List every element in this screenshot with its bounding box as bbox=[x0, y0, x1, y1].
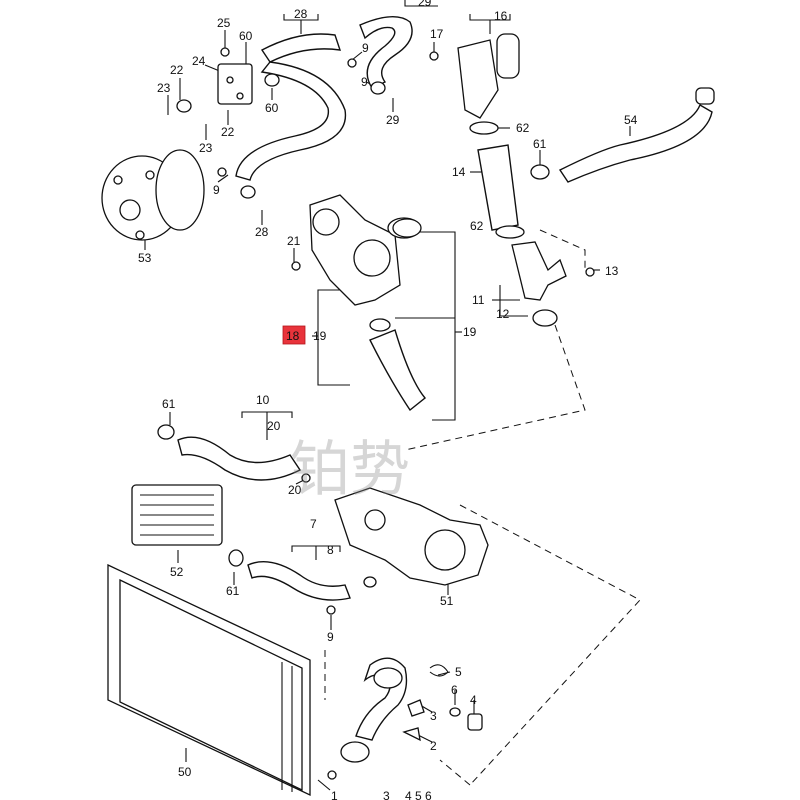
part-label: 29 bbox=[418, 0, 432, 9]
clamp-61 bbox=[228, 549, 244, 567]
part-label: 53 bbox=[138, 251, 152, 265]
part-label: 61 bbox=[226, 584, 240, 598]
part-label: 23 bbox=[157, 81, 171, 95]
o-ring-6 bbox=[449, 707, 461, 717]
clip-5 bbox=[429, 664, 449, 677]
part-label: 62 bbox=[516, 121, 530, 135]
part-label: 11 bbox=[472, 293, 485, 307]
bolts bbox=[217, 47, 595, 780]
part-label: 61 bbox=[162, 397, 176, 411]
part-label: 61 bbox=[533, 137, 547, 151]
part-label: 5 bbox=[455, 665, 462, 679]
o-ring-12 bbox=[532, 309, 558, 327]
water-pump-51 bbox=[334, 487, 489, 586]
connector-11 bbox=[511, 241, 567, 301]
part-label: 3 bbox=[430, 709, 437, 723]
hose-28-upper bbox=[260, 33, 342, 63]
part-label: 62 bbox=[470, 219, 484, 233]
part-label: 20 bbox=[267, 419, 281, 433]
radiator-50 bbox=[107, 563, 311, 797]
part-label: 10 bbox=[256, 393, 270, 407]
part-label: 2 bbox=[430, 739, 437, 753]
part-label: 4 5 6 bbox=[405, 789, 432, 800]
part-label: 1 bbox=[331, 789, 338, 800]
part-label: 51 bbox=[440, 594, 454, 608]
part-label: 8 bbox=[327, 543, 334, 557]
bracket-24 bbox=[217, 63, 253, 105]
part-label: 9 bbox=[361, 75, 368, 89]
part-label: 54 bbox=[624, 113, 638, 127]
sensor-4 bbox=[467, 713, 483, 731]
oil-cooler-52 bbox=[131, 484, 223, 546]
part-label: 29 bbox=[386, 113, 400, 127]
clip-3 bbox=[407, 699, 425, 717]
hose-8 bbox=[247, 561, 351, 601]
highlight-part-18[interactable] bbox=[282, 325, 306, 345]
part-label: 23 bbox=[199, 141, 213, 155]
part-label: 9 bbox=[327, 630, 334, 644]
gasket-16 bbox=[496, 33, 520, 79]
components bbox=[101, 33, 595, 797]
part-label: 28 bbox=[294, 7, 308, 21]
leader-lines bbox=[324, 229, 641, 786]
clip-2 bbox=[402, 727, 421, 742]
part-label: 24 bbox=[192, 54, 206, 68]
part-label: 16 bbox=[494, 9, 508, 23]
part-label: 28 bbox=[255, 225, 269, 239]
clamp-62 bbox=[469, 121, 499, 135]
hose-14 bbox=[477, 144, 519, 231]
part-label: 9 bbox=[362, 41, 369, 55]
hose-54 bbox=[558, 103, 713, 183]
clamp-61 bbox=[157, 424, 175, 440]
part-label: 19 bbox=[313, 329, 327, 343]
part-label: 50 bbox=[178, 765, 192, 779]
part-label: 12 bbox=[496, 307, 510, 321]
part-label: 4 bbox=[470, 693, 477, 707]
clamp-61 bbox=[530, 164, 550, 180]
part-label: 13 bbox=[605, 264, 619, 278]
part-label: 52 bbox=[170, 565, 184, 579]
part-label: 18 bbox=[286, 329, 300, 343]
hose-end-54 bbox=[695, 87, 715, 105]
compressor-53 bbox=[101, 149, 205, 241]
hose-10 bbox=[177, 436, 302, 481]
part-labels: 28 29 16 25 60 17 9 24 22 23 60 9 29 22 … bbox=[138, 0, 638, 800]
part-label: 7 bbox=[310, 517, 317, 531]
part-label: 9 bbox=[213, 183, 220, 197]
part-label: 60 bbox=[239, 29, 253, 43]
part-label: 20 bbox=[288, 483, 302, 497]
part-label: 3 bbox=[383, 789, 390, 800]
housing-17 bbox=[457, 39, 499, 119]
part-label: 17 bbox=[430, 27, 444, 41]
brackets bbox=[241, 0, 528, 560]
part-label: 19 bbox=[463, 325, 477, 339]
turbocharger bbox=[309, 194, 421, 306]
part-label: 60 bbox=[265, 101, 279, 115]
clamp-62 bbox=[495, 225, 525, 239]
part-label: 6 bbox=[451, 683, 458, 697]
watermark: 铂势 bbox=[290, 435, 410, 505]
part-label: 14 bbox=[452, 165, 466, 179]
part-label: 22 bbox=[221, 125, 235, 139]
part-label: 25 bbox=[217, 16, 231, 30]
part-label: 22 bbox=[170, 63, 184, 77]
hose-28-upper bbox=[235, 61, 347, 181]
pipe-18 bbox=[369, 329, 426, 412]
elbow-1 bbox=[340, 741, 370, 763]
part-label: 21 bbox=[287, 234, 301, 248]
